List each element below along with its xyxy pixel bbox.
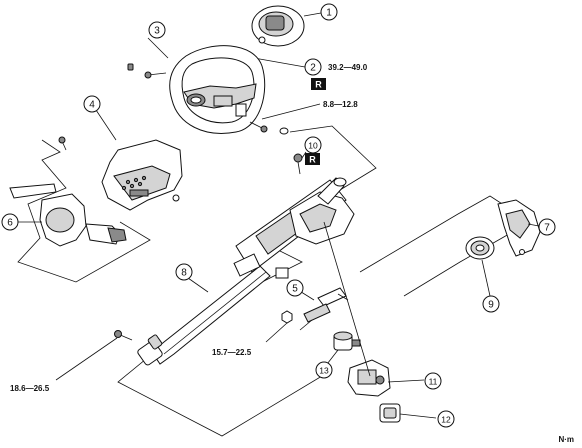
cover-screw-part [58, 136, 67, 151]
clip-part [127, 63, 134, 71]
callout-5: 5 [286, 279, 304, 297]
callout-6: 6 [1, 213, 19, 231]
torque-label-nut: 39.2—49.0 [328, 63, 368, 72]
column-cover-part [101, 139, 183, 211]
group-boundary-switch [17, 139, 151, 283]
callout-8: 8 [175, 263, 193, 281]
column-bolt-part [281, 310, 293, 324]
key-cylinder-part [333, 331, 361, 351]
replace-marker: R [305, 153, 320, 165]
shear-bolt-part [293, 153, 303, 175]
steering-lock-part [347, 359, 391, 397]
screw-part [144, 71, 167, 79]
bracket-part [299, 287, 349, 331]
svg-text:6: 6 [7, 218, 13, 229]
group-boundary-column [117, 125, 377, 437]
callout-13: 13 [315, 361, 333, 379]
callout-4: 4 [83, 95, 101, 113]
torque-label-joint-bolt: 18.6—26.5 [10, 384, 50, 393]
replace-marker: R [311, 78, 326, 90]
svg-text:5: 5 [292, 284, 298, 295]
torque-label-airbag-screw: 8.8—12.8 [323, 100, 358, 109]
callout-11: 11 [424, 372, 442, 390]
svg-text:13: 13 [319, 366, 329, 376]
ignition-switch-part [379, 403, 401, 423]
unit-label: N·m [558, 435, 574, 444]
universal-joint-bolt-part [114, 330, 133, 341]
svg-text:9: 9 [488, 300, 494, 311]
svg-text:11: 11 [429, 377, 438, 387]
svg-text:R: R [315, 80, 322, 90]
callout-9: 9 [482, 295, 500, 313]
callout-10: 10 [304, 136, 322, 154]
callout-2: 2 [304, 58, 322, 76]
svg-text:3: 3 [154, 26, 160, 37]
svg-text:7: 7 [544, 223, 550, 234]
airbag-module-part [251, 5, 305, 47]
steering-column-part [137, 177, 355, 366]
svg-text:R: R [309, 155, 316, 165]
callout-3: 3 [148, 21, 166, 39]
svg-text:4: 4 [89, 100, 95, 111]
svg-text:10: 10 [308, 141, 318, 151]
callout-7: 7 [538, 218, 556, 236]
combination-switch-part [9, 183, 127, 247]
torque-label-column-bolt: 15.7—22.5 [212, 348, 252, 357]
svg-text:1: 1 [326, 8, 332, 19]
svg-text:2: 2 [310, 63, 316, 74]
svg-text:12: 12 [441, 415, 451, 425]
lower-cover-part [497, 199, 541, 257]
callout-1: 1 [320, 3, 338, 21]
boot-part [465, 236, 495, 260]
airbag-screw-part [249, 121, 289, 135]
steering-wheel-part [169, 45, 266, 134]
svg-text:8: 8 [181, 268, 187, 279]
callout-12: 12 [437, 410, 455, 428]
